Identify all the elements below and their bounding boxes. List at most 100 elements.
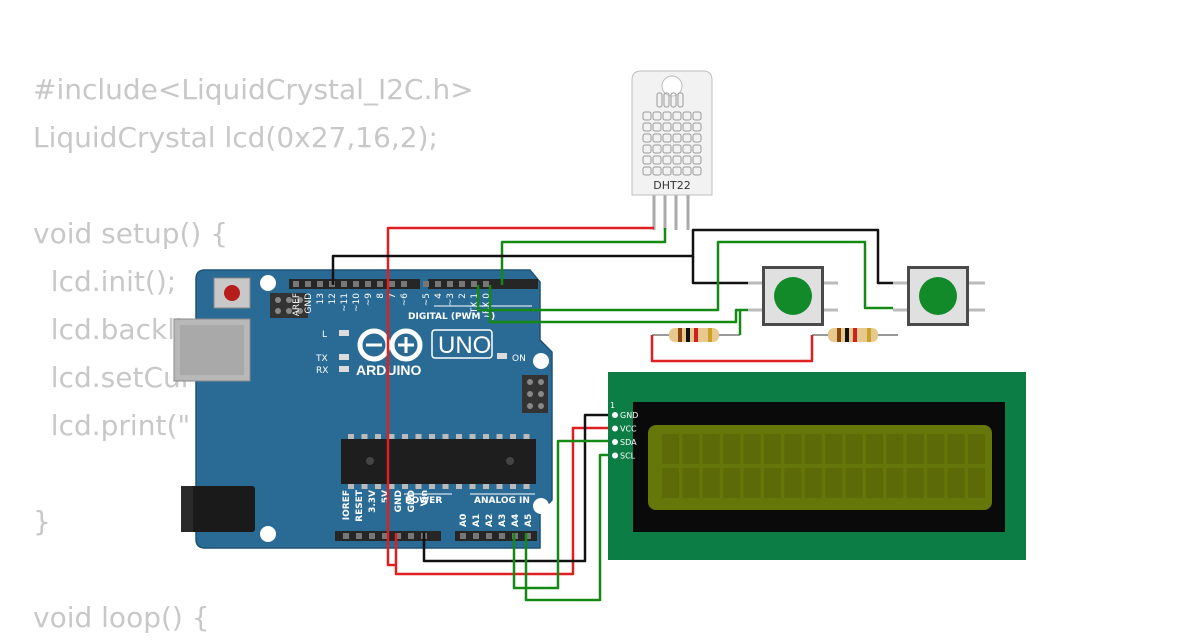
led-l	[339, 330, 349, 336]
dht-vent	[652, 111, 662, 121]
dht-vent	[652, 122, 662, 132]
wire-dht-vcc	[386, 226, 654, 567]
dht-vent	[662, 111, 672, 121]
digital-pin-label: ~6	[400, 293, 410, 307]
chip-pin	[415, 483, 422, 489]
led-on	[497, 353, 507, 359]
dht-vent	[672, 155, 682, 165]
code-line: lcd.print("	[33, 409, 191, 442]
chip-pin	[469, 483, 476, 489]
chip-pin	[442, 434, 449, 440]
code-line: void loop() {	[33, 601, 210, 634]
lcd-char-cell	[723, 434, 741, 464]
wire-dht-data	[500, 228, 667, 285]
lcd-pin[interactable]	[612, 452, 618, 459]
power-pin-hole[interactable]	[382, 533, 388, 539]
power-pin-label: IOREF	[342, 490, 352, 520]
code-line: }	[33, 505, 51, 538]
analog-pin-hole[interactable]	[486, 533, 492, 539]
dht-vent	[682, 166, 692, 176]
chip-pin	[523, 483, 530, 489]
digital-pin-hole[interactable]	[471, 281, 477, 287]
chip-pin	[402, 483, 408, 489]
digital-pin-hole[interactable]	[365, 281, 371, 287]
digital-pin-label: 7	[388, 293, 398, 299]
pushbutton-2[interactable]	[893, 266, 985, 326]
digital-pin-label: TX 1	[470, 293, 480, 314]
lcd-char-cell	[702, 434, 720, 464]
reset-button-cap	[224, 285, 240, 301]
chip-pin	[429, 434, 435, 440]
dht-vent	[672, 166, 682, 176]
lcd-pin-label: VCC	[620, 425, 637, 434]
chip-pin	[388, 434, 395, 440]
lcd-char-cell	[764, 468, 781, 498]
analog-pin-hole[interactable]	[460, 533, 466, 539]
dht-vent	[642, 133, 652, 143]
lcd-pin[interactable]	[612, 439, 618, 445]
digital-pin-hole[interactable]	[401, 281, 407, 287]
lcd-char-cell	[886, 468, 904, 498]
digital-pin-hole[interactable]	[341, 281, 347, 287]
digital-pin-hole[interactable]	[435, 281, 441, 287]
power-pin-hole[interactable]	[343, 533, 349, 539]
lcd-pin[interactable]	[612, 412, 618, 418]
led-l-label: L	[322, 330, 327, 340]
analog-pin-label: A2	[485, 514, 495, 527]
lcd-char-cell	[825, 434, 843, 464]
lcd-pin[interactable]	[612, 425, 618, 432]
lcd-char-cell	[947, 468, 965, 498]
dht-vent	[672, 122, 682, 132]
analog-pin-hole[interactable]	[473, 533, 479, 539]
digital-pin-label: 12	[328, 293, 338, 304]
digital-pin-label: 13	[316, 293, 326, 304]
digital-pin-label: ~9	[364, 293, 374, 307]
analog-pin-label: A1	[472, 514, 482, 527]
digital-pin-hole[interactable]	[483, 281, 489, 287]
power-jack	[181, 486, 255, 532]
analog-pin-hole[interactable]	[525, 533, 531, 539]
lcd-char-cell	[947, 434, 965, 464]
wire-lcd-scl	[524, 453, 608, 602]
digital-pin-hole[interactable]	[353, 281, 359, 287]
code-line: lcd.backli	[33, 313, 183, 346]
digital-pin-hole[interactable]	[423, 281, 429, 287]
chip-pin	[361, 434, 368, 440]
lcd-char-cell	[866, 434, 883, 464]
power-pin-hole[interactable]	[395, 533, 401, 539]
digital-pin-hole[interactable]	[447, 281, 453, 287]
dht-vent	[692, 166, 702, 176]
digital-pin-hole[interactable]	[293, 281, 299, 287]
power-pin-hole[interactable]	[369, 533, 375, 539]
digital-pin-hole[interactable]	[389, 281, 395, 287]
dht22-label: DHT22	[653, 179, 690, 192]
dht22-sensor[interactable]: DHT22	[631, 70, 713, 230]
power-pin-hole[interactable]	[408, 533, 414, 539]
digital-pin-hole[interactable]	[305, 281, 311, 287]
analog-pin-label: A4	[511, 514, 521, 527]
analog-pin-hole[interactable]	[499, 533, 505, 539]
digital-pin-hole[interactable]	[459, 281, 465, 287]
dht-vent	[672, 144, 682, 154]
pushbutton-1[interactable]	[748, 266, 838, 326]
code-line: #include<LiquidCrystal_I2C.h>	[33, 73, 474, 106]
lcd-char-cell	[764, 434, 781, 464]
lcd-char-cell	[845, 468, 863, 498]
dht-vent	[662, 133, 672, 143]
lcd-char-cell	[886, 434, 904, 464]
digital-pin-hole[interactable]	[377, 281, 383, 287]
code-line: LiquidCrystal lcd(0x27,16,2);	[33, 121, 438, 154]
pushbutton-2-cap[interactable]	[919, 277, 957, 315]
lcd-char-cell	[927, 468, 945, 498]
chip-pin	[348, 434, 354, 440]
power-pin-hole[interactable]	[356, 533, 362, 539]
lcd-char-cell	[906, 468, 924, 498]
chip-pin	[510, 483, 516, 489]
chip-pin	[375, 434, 381, 440]
pushbutton-1-cap[interactable]	[774, 277, 812, 315]
digital-pin-hole[interactable]	[317, 281, 323, 287]
code-line: lcd.setCur	[33, 361, 193, 394]
